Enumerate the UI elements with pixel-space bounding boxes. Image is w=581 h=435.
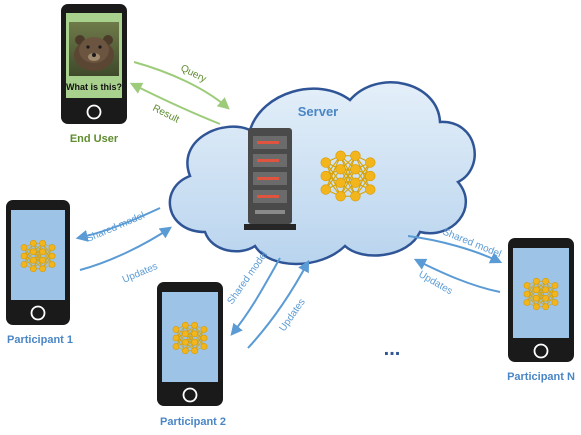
nn-node xyxy=(29,248,37,256)
nn-node xyxy=(200,334,208,342)
nn-edge xyxy=(33,243,43,269)
nn-edge xyxy=(42,247,53,269)
nn-node xyxy=(172,343,180,350)
nn-edge xyxy=(23,243,34,265)
nn-node xyxy=(320,170,331,182)
nn-node xyxy=(542,303,550,311)
nn-node xyxy=(523,290,531,298)
nn-node xyxy=(200,343,208,350)
participant-n-phone xyxy=(508,238,574,362)
nn-node xyxy=(39,239,47,247)
nn-node xyxy=(191,338,199,346)
nn-node xyxy=(29,265,37,273)
participant-2-label: Participant 2 xyxy=(160,416,226,428)
nn-node xyxy=(335,164,346,175)
nn-node xyxy=(172,326,180,333)
nn-edge xyxy=(526,281,537,303)
nn-node xyxy=(335,150,346,161)
nn-node xyxy=(335,191,346,202)
end-user-screen-text: What is this? xyxy=(66,82,122,92)
nn-node xyxy=(365,170,376,182)
neural-network-icon xyxy=(20,239,56,273)
nn-node xyxy=(551,282,559,289)
neural-network-icon xyxy=(320,150,376,202)
nn-node xyxy=(350,164,361,175)
nn-node xyxy=(20,261,28,268)
nn-node xyxy=(350,177,361,188)
nn-edge xyxy=(340,155,356,197)
nn-node xyxy=(39,248,47,256)
nn-node xyxy=(181,321,189,329)
neural-network-icon xyxy=(523,277,559,311)
end-user-label: End User xyxy=(70,133,119,145)
query-result-arrows: Query Result xyxy=(129,61,230,126)
nn-node xyxy=(365,184,376,195)
nn-edge xyxy=(325,155,342,190)
more-participants-ellipsis: ... xyxy=(384,338,401,360)
end-user-phone: What is this? xyxy=(61,4,127,124)
nn-node xyxy=(48,244,56,251)
nn-edge xyxy=(194,329,205,351)
nn-node xyxy=(551,290,559,298)
nn-edge xyxy=(175,325,186,347)
nn-node xyxy=(320,157,331,168)
nn-node xyxy=(532,294,540,302)
nn-node xyxy=(181,330,189,338)
nn-node xyxy=(48,261,56,268)
nn-edge xyxy=(536,281,546,307)
nn-node xyxy=(523,282,531,289)
participant-n-label: Participant N xyxy=(507,371,575,383)
nn-node xyxy=(39,256,47,264)
nn-node xyxy=(320,184,331,195)
nn-node xyxy=(532,286,540,294)
nn-node xyxy=(532,303,540,311)
server-label: Server xyxy=(298,104,338,119)
nn-node xyxy=(542,286,550,294)
nn-edge xyxy=(354,162,371,197)
server-rack-icon xyxy=(244,128,296,230)
participant-n-arrows: Shared model Updates xyxy=(407,227,503,297)
nn-node xyxy=(29,239,37,247)
pn-updates-label: Updates xyxy=(417,269,455,297)
neural-network-icon xyxy=(172,321,208,355)
nn-node xyxy=(48,252,56,260)
p1-updates-label: Updates xyxy=(121,261,160,286)
query-label: Query xyxy=(179,63,208,85)
nn-node xyxy=(181,338,189,346)
nn-node xyxy=(29,256,37,264)
p2-shared-model-label: Shared model xyxy=(225,249,270,306)
nn-edge xyxy=(185,325,195,351)
p1-shared-model-label: Shared model xyxy=(85,210,147,244)
nn-node xyxy=(542,294,550,302)
participant-1-phone xyxy=(6,200,70,325)
nn-node xyxy=(532,277,540,285)
nn-node xyxy=(20,244,28,251)
bear-photo-icon xyxy=(74,35,114,71)
nn-node xyxy=(191,321,199,329)
participant-1-label: Participant 1 xyxy=(7,334,73,346)
nn-node xyxy=(191,347,199,355)
nn-node xyxy=(523,299,531,306)
p2-updates-label: Updates xyxy=(277,297,307,334)
nn-node xyxy=(191,330,199,338)
nn-edge xyxy=(545,285,556,307)
nn-node xyxy=(20,252,28,260)
nn-node xyxy=(335,177,346,188)
nn-node xyxy=(181,347,189,355)
nn-node xyxy=(551,299,559,306)
nn-node xyxy=(542,277,550,285)
nn-node xyxy=(172,334,180,342)
nn-node xyxy=(350,150,361,161)
nn-node xyxy=(350,191,361,202)
nn-node xyxy=(200,326,208,333)
participant-2-phone xyxy=(157,282,223,406)
nn-node xyxy=(365,157,376,168)
nn-node xyxy=(39,265,47,273)
participant-1-arrows: Shared model Updates xyxy=(75,207,172,286)
